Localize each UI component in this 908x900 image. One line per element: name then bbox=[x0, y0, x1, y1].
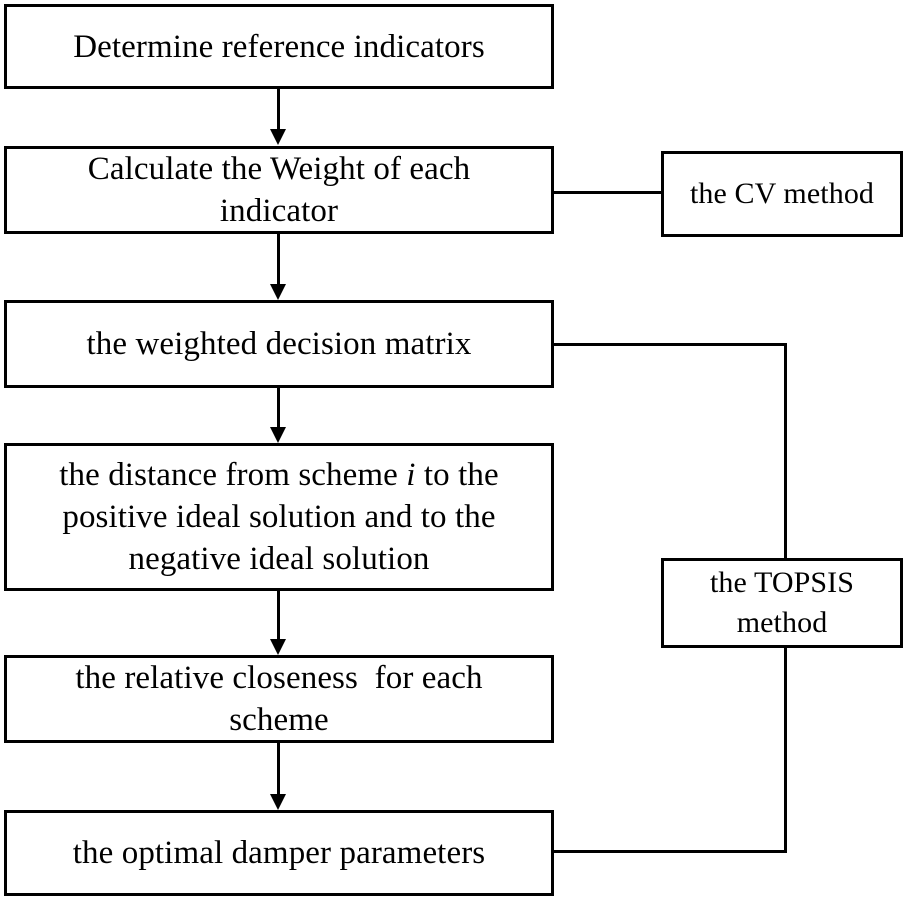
arrowhead-n4-to-n5 bbox=[270, 639, 286, 655]
connector-matrix-to-topsis-horizontal bbox=[554, 343, 787, 346]
node-label: the distance from scheme i to the positi… bbox=[7, 454, 551, 580]
node-weighted-decision-matrix[interactable]: the weighted decision matrix bbox=[4, 300, 554, 388]
node-label: Calculate the Weight of each indicator bbox=[87, 151, 471, 229]
connector-damper-to-topsis-horizontal bbox=[554, 850, 787, 853]
connector-matrix-to-topsis-vertical bbox=[784, 343, 787, 561]
node-relative-closeness[interactable]: the relative closeness for each scheme bbox=[4, 655, 554, 743]
node-label-italic-i: i bbox=[406, 457, 416, 493]
node-determine-reference-indicators[interactable]: Determine reference indicators bbox=[4, 4, 554, 89]
arrowhead-n3-to-n4 bbox=[270, 427, 286, 443]
node-cv-method[interactable]: the CV method bbox=[661, 151, 903, 237]
connector-n5-to-n6 bbox=[277, 743, 280, 799]
connector-n4-to-n5 bbox=[277, 591, 280, 641]
node-label: the optimal damper parameters bbox=[72, 835, 486, 871]
arrowhead-n1-to-n2 bbox=[270, 129, 286, 145]
connector-n1-to-n2 bbox=[277, 89, 280, 133]
node-label-part-1: the distance from scheme bbox=[59, 457, 407, 493]
connector-n3-to-n4 bbox=[277, 388, 280, 433]
node-topsis-method[interactable]: the TOPSIS method bbox=[661, 558, 903, 648]
connector-damper-to-topsis-vertical bbox=[784, 645, 787, 853]
node-calculate-weight[interactable]: Calculate the Weight of each indicator bbox=[4, 146, 554, 234]
node-label: the weighted decision matrix bbox=[86, 326, 472, 362]
node-label: the relative closeness for each scheme bbox=[75, 660, 483, 738]
node-label-part-2: to the bbox=[415, 457, 499, 493]
connector-weight-to-cv-method bbox=[554, 191, 664, 194]
node-label: the CV method bbox=[689, 177, 875, 210]
arrowhead-n5-to-n6 bbox=[270, 794, 286, 810]
node-label: the TOPSIS method bbox=[709, 566, 855, 639]
node-distance-to-ideal-solutions[interactable]: the distance from scheme i to the positi… bbox=[4, 443, 554, 591]
arrowhead-n2-to-n3 bbox=[270, 284, 286, 300]
node-label-part-3: positive ideal solution and to the negat… bbox=[62, 499, 496, 577]
node-optimal-damper-parameters[interactable]: the optimal damper parameters bbox=[4, 810, 554, 896]
node-label: Determine reference indicators bbox=[73, 28, 485, 65]
connector-n2-to-n3 bbox=[277, 234, 280, 290]
